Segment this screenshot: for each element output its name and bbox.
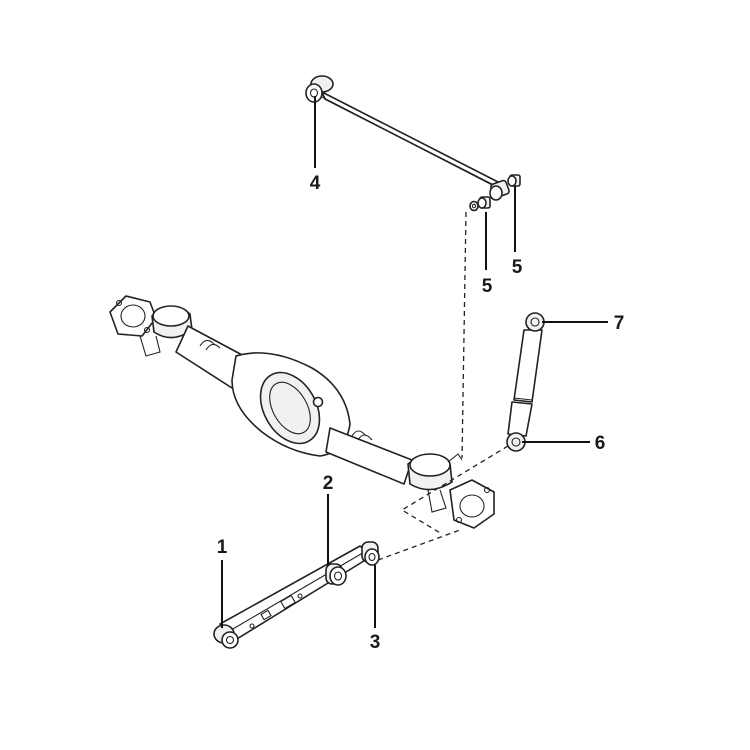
callout-6: 6 bbox=[595, 433, 606, 454]
shock-absorber-body-upper bbox=[513, 329, 543, 403]
right-axle-flange bbox=[449, 479, 495, 529]
fastener-nut-washer-set bbox=[469, 174, 521, 212]
right-axle-tube bbox=[325, 427, 413, 485]
shock-upper-eye bbox=[525, 312, 545, 332]
callout-2: 2 bbox=[323, 473, 334, 494]
callout-7: 7 bbox=[614, 313, 625, 334]
rear-axle-housing bbox=[109, 295, 495, 529]
panhard-rod bbox=[305, 75, 510, 201]
leader-lines bbox=[221, 96, 608, 628]
callout-3: 3 bbox=[370, 632, 381, 653]
assembly-dashed-lines bbox=[377, 211, 509, 561]
callout-4: 4 bbox=[310, 173, 321, 194]
trailing-arm bbox=[213, 541, 380, 649]
panhard-rod-bar bbox=[321, 91, 504, 191]
differential-cover-opening bbox=[259, 371, 321, 445]
callout-5-nut: 5 bbox=[512, 257, 523, 278]
callout-5-washer: 5 bbox=[482, 276, 493, 297]
callout-1: 1 bbox=[217, 537, 228, 558]
shock-absorber bbox=[506, 312, 545, 452]
washer bbox=[469, 200, 479, 212]
shock-absorber-body-lower bbox=[507, 401, 533, 437]
callout-labels: 1 2 3 4 5 5 6 7 bbox=[217, 173, 625, 653]
fill-plug bbox=[312, 396, 324, 408]
